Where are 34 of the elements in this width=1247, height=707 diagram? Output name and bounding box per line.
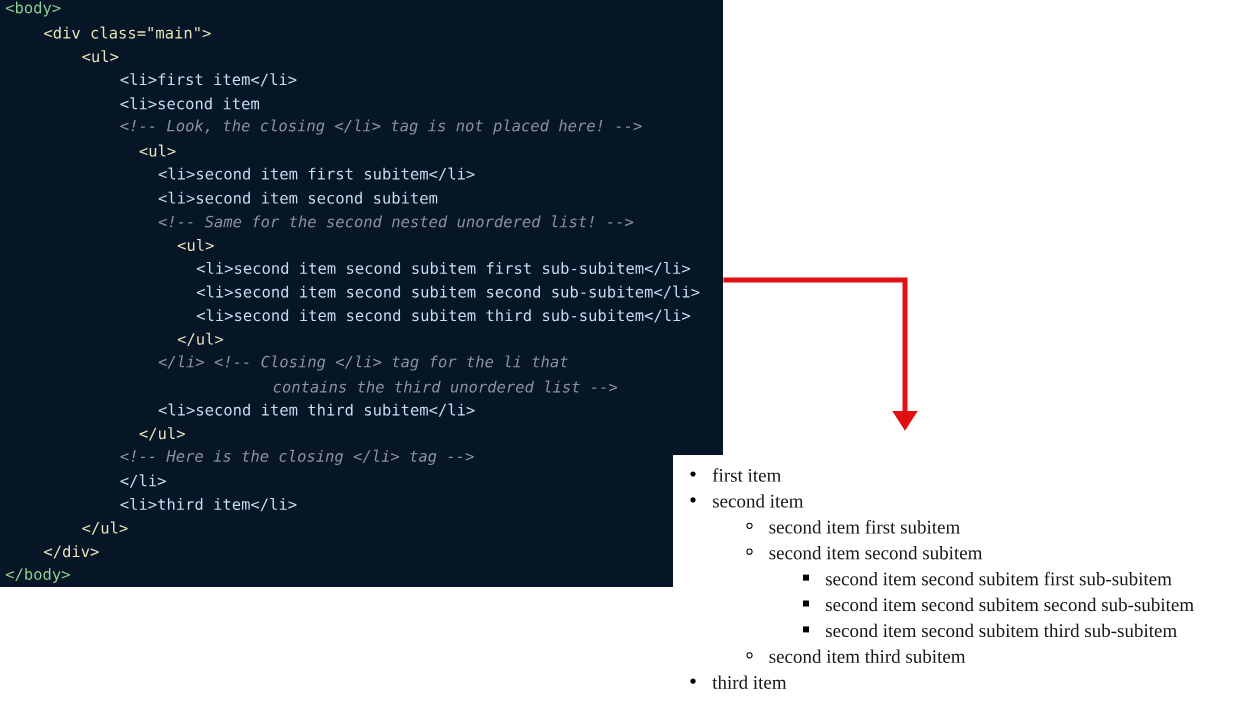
- code-line: <li>second item second subitem second sub-subitem</li>: [196, 285, 700, 299]
- list-item: second item second subitem first sub-subitem: [803, 571, 1172, 586]
- list-item: second item second subitem second sub-subitem: [803, 597, 1194, 612]
- list-item: second item first subitem: [746, 520, 960, 534]
- code-line: <!-- Look, the closing </li> tag is not placed here! -->: [120, 119, 642, 135]
- code-line: </li>: [120, 474, 166, 488]
- code-line: <body>: [5, 1, 61, 17]
- code-line: <li>second item: [120, 97, 260, 110]
- list-item: third item: [690, 675, 787, 689]
- code-line: <li>third item</li>: [120, 497, 297, 512]
- code-line: </ul>: [82, 521, 128, 535]
- list-item: second item third subitem: [746, 649, 966, 663]
- list-item: second item second subitem: [746, 546, 983, 560]
- code-line: <li>second item second subitem: [158, 191, 438, 204]
- code-line: </div>: [44, 545, 99, 559]
- code-line: <li>second item second subitem third sub-subitem</li>: [196, 309, 691, 323]
- code-line: <li>second item first subitem</li>: [158, 167, 475, 181]
- code-line: <li>second item second subitem first sub-subitem</li>: [196, 261, 691, 276]
- code-line: <ul>: [177, 238, 214, 252]
- list-item: second item: [690, 494, 804, 508]
- code-line: <!-- Here is the closing </li> tag -->: [120, 449, 474, 465]
- list-item: first item: [690, 468, 782, 482]
- code-line: <li>first item</li>: [120, 73, 297, 87]
- code-line: contains the third unordered list -->: [273, 380, 618, 393]
- code-line: </li> <!-- Closing </li> tag for the li that: [158, 355, 568, 371]
- code-line: <ul>: [82, 50, 119, 63]
- code-line: <div class="main">: [44, 26, 211, 39]
- code-line: <li>second item third subitem</li>: [158, 403, 475, 417]
- code-line: <ul>: [139, 144, 176, 157]
- code-line: </ul>: [177, 332, 224, 347]
- code-line: <!-- Same for the second nested unordered list! -->: [158, 215, 634, 228]
- list-item: second item second subitem third sub-subitem: [803, 623, 1177, 638]
- code-line: </ul>: [139, 427, 185, 441]
- code-line: </body>: [5, 567, 70, 583]
